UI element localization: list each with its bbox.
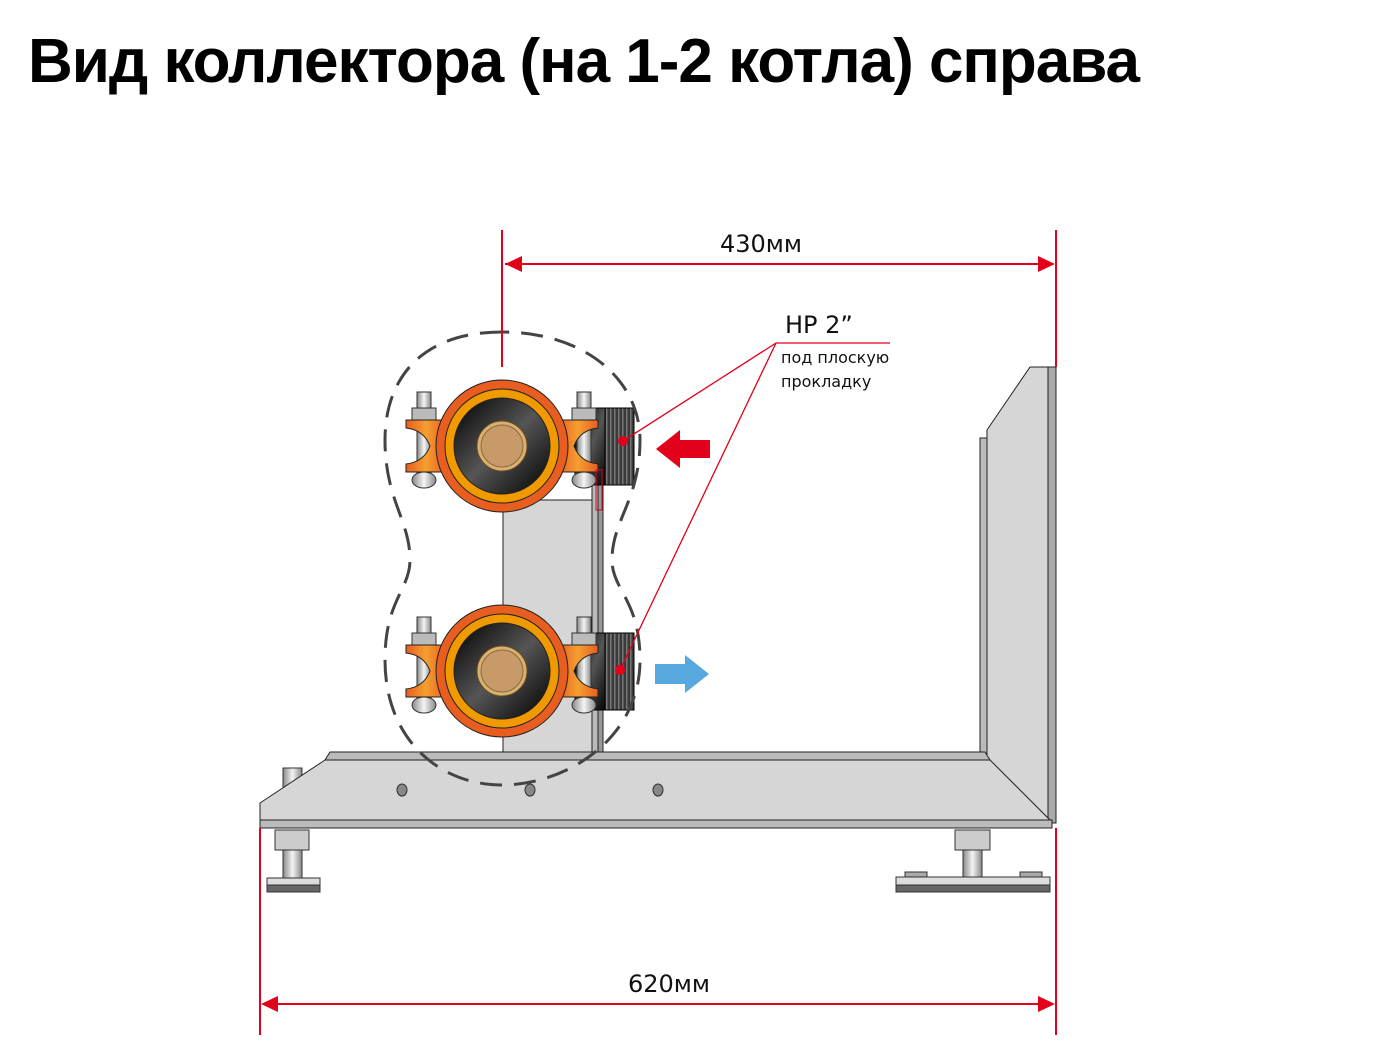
page-title: Вид коллектора (на 1-2 котла) справа [28,27,1140,96]
base-frame [259,751,1053,829]
dimension-top [501,230,1057,367]
dashed-outline [383,330,642,787]
foot-left [266,829,321,893]
dimension-bottom [259,828,1057,1035]
return-arrow-icon [655,655,709,693]
gasket-note-line1: под плоскую [781,348,889,367]
mounting-hole [396,783,408,797]
dimension-top-label: 430мм [720,230,802,258]
foot-right [895,829,1051,893]
supply-arrow-icon [656,430,710,468]
thread-label: HP 2” [785,311,853,339]
mounting-hole [524,783,536,797]
dimension-bottom-label: 620мм [628,970,710,998]
mounting-hole [652,783,664,797]
gasket-note-line2: прокладку [781,372,871,391]
side-wall [979,366,1057,824]
callout-leader [619,342,890,671]
